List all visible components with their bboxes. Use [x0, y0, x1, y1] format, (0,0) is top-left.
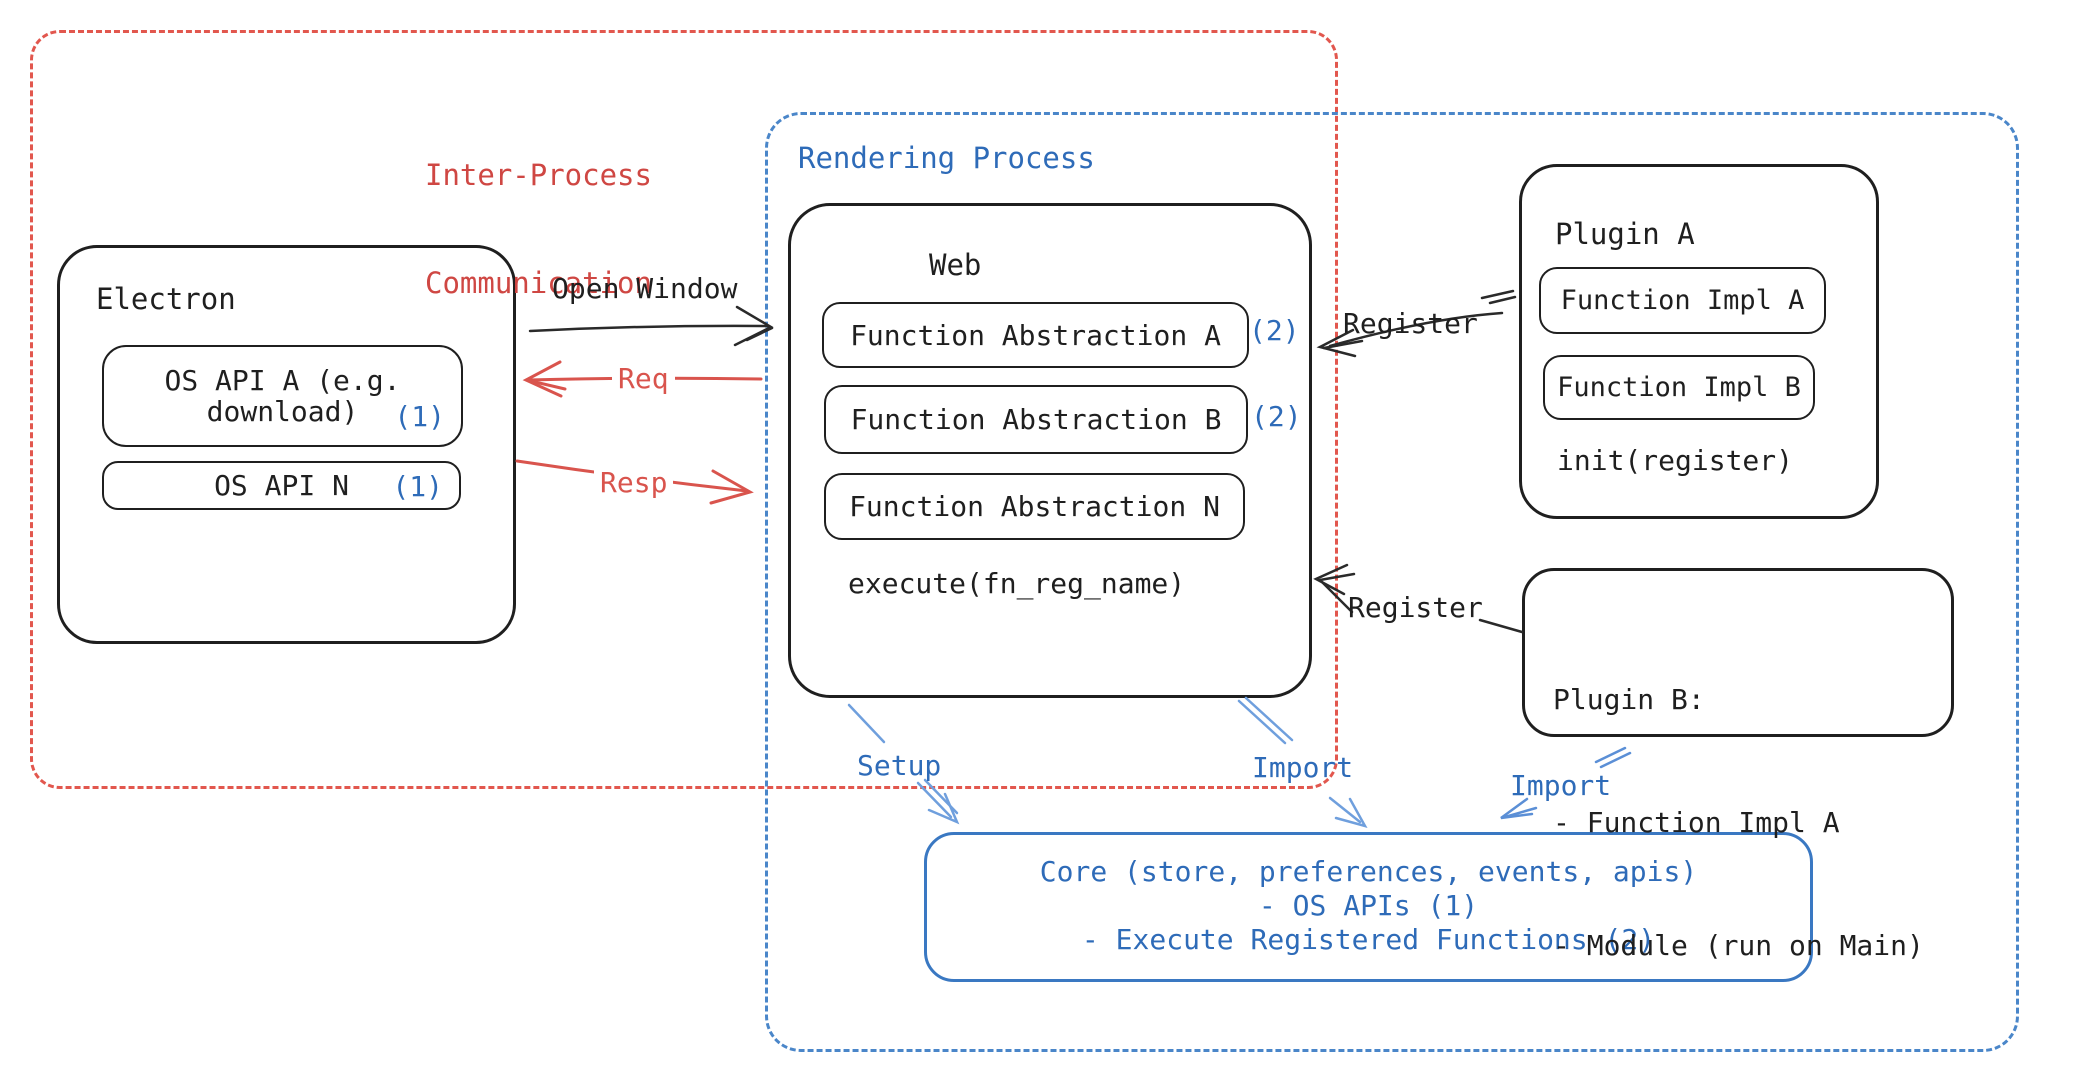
plugin-b-box: Plugin B: - Function Impl A - Module (ru…: [1522, 568, 1954, 962]
function-abstraction-b-ref: (2): [1251, 400, 1302, 433]
function-abstraction-n-box: Function Abstraction N: [824, 473, 1245, 540]
electron-box: Electron OS API A (e.g. download) (1) OS…: [57, 245, 516, 644]
os-api-a-line1: OS API A (e.g.: [164, 364, 401, 397]
os-api-a-box: OS API A (e.g. download) (1): [102, 345, 463, 447]
electron-title: Electron: [96, 282, 236, 316]
function-impl-b-box: Function Impl B: [1543, 355, 1815, 420]
plugin-b-title: Plugin B:: [1553, 683, 1705, 716]
init-register-label: init(register): [1557, 444, 1794, 477]
import-web-arrow: [1237, 696, 1368, 828]
core-line1: Core (store, preferences, events, apis): [1039, 855, 1698, 888]
register-b-arrow: [1313, 563, 1524, 634]
plugin-a-box: Plugin A Function Impl A Function Impl B…: [1519, 164, 1879, 519]
os-api-n-ref: (1): [392, 470, 443, 503]
plugin-a-title: Plugin A: [1555, 217, 1695, 251]
core-line3: - Execute Registered Functions (2): [1081, 923, 1656, 956]
rendering-process-label: Rendering Process: [798, 141, 1095, 175]
os-api-n-box: OS API N (1): [102, 461, 461, 510]
ipc-boundary: [30, 30, 1338, 789]
ipc-label-line1: Inter-Process: [425, 158, 652, 192]
function-impl-a-box: Function Impl A: [1539, 267, 1826, 334]
import-plugin-arrow: [1500, 746, 1632, 820]
setup-label: Setup: [857, 749, 942, 782]
ipc-label: Inter-Process Communication: [425, 85, 652, 373]
plugin-b-text: Plugin B: - Function Impl A - Module (ru…: [1553, 597, 1924, 1048]
import-web-label: Import: [1252, 751, 1354, 784]
core-box: Core (store, preferences, events, apis) …: [924, 832, 1813, 982]
open-window-arrow: [528, 305, 774, 347]
web-title: Web: [929, 248, 982, 282]
resp-label: Resp: [594, 466, 674, 500]
execute-label: execute(fn_reg_name): [848, 567, 1186, 600]
core-line2: - OS APIs (1): [1258, 889, 1479, 922]
ipc-label-line2: Communication: [425, 266, 652, 300]
function-abstraction-a-box: Function Abstraction A: [822, 302, 1249, 368]
import-plugin-label: Import: [1510, 769, 1612, 802]
os-api-a-line2: download): [206, 395, 359, 428]
os-api-a-text: OS API A (e.g. download): [164, 365, 400, 427]
function-abstraction-a-label: Function Abstraction A: [850, 318, 1221, 352]
web-box: Web Function Abstraction A (2) Function …: [788, 203, 1312, 698]
function-impl-a-label: Function Impl A: [1560, 285, 1805, 316]
req-label: Req: [612, 362, 675, 396]
function-abstraction-n-label: Function Abstraction N: [849, 490, 1220, 523]
function-impl-b-label: Function Impl B: [1557, 372, 1801, 403]
os-api-n-label: OS API N: [214, 469, 349, 502]
function-abstraction-b-label: Function Abstraction B: [850, 403, 1222, 436]
plugin-b-line2: - Module (run on Main): [1553, 929, 1924, 962]
open-window-label: Open Window: [552, 272, 738, 305]
setup-arrow: [847, 703, 960, 825]
register-a-label: Register: [1343, 307, 1478, 340]
register-b-label: Register: [1348, 591, 1483, 624]
rendering-process-boundary: [765, 112, 2019, 1052]
function-abstraction-a-ref: (2): [1249, 314, 1300, 347]
os-api-a-ref: (1): [394, 400, 445, 433]
plugin-b-line1: - Function Impl A: [1553, 806, 1840, 839]
function-abstraction-b-box: Function Abstraction B: [824, 385, 1248, 454]
register-a-arrow: [1316, 289, 1517, 358]
